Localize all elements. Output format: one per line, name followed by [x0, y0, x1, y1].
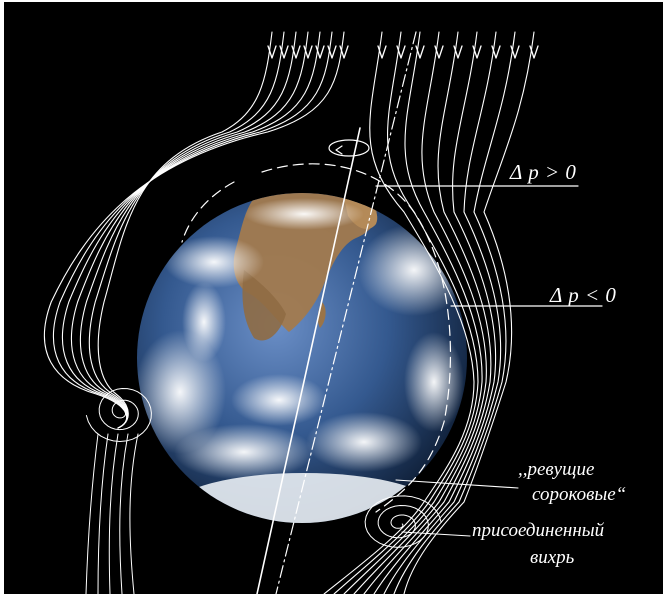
leader-attached-vortex	[401, 531, 471, 537]
arrow-down-icon	[303, 45, 313, 59]
attached-vortex	[364, 495, 442, 548]
attached-vortex-label-line2: вихрь	[530, 547, 575, 568]
streamline-left	[43, 31, 345, 429]
arrow-down-icon	[267, 45, 277, 59]
wake-line-left	[129, 433, 139, 594]
arrow-down-icon	[453, 45, 463, 59]
streamline-right	[323, 31, 475, 594]
arrow-down-icon	[415, 45, 425, 59]
arrow-down-icon	[327, 45, 337, 59]
wake-line-left	[97, 433, 109, 594]
pressure-negative-label: Δ p < 0	[550, 283, 617, 307]
rotation-arrowhead-icon	[335, 145, 343, 155]
pressure-positive-label: Δ p > 0	[510, 160, 577, 184]
arrow-down-icon	[472, 45, 482, 59]
arrow-down-icon	[396, 45, 406, 59]
leader-roaring-forties	[395, 479, 519, 489]
arrow-down-icon	[377, 45, 387, 59]
roaring-forties-label-line2: сороковые“	[532, 484, 627, 505]
streamline-right	[373, 31, 497, 594]
rotation-arrow-icon	[328, 139, 370, 157]
streamline-left	[79, 31, 297, 429]
streamline-left	[88, 31, 285, 429]
streamline-right	[403, 31, 535, 594]
flow-overlay	[43, 31, 603, 594]
flow-axis-dashdot	[275, 31, 417, 594]
arrow-down-icon	[291, 45, 301, 59]
streamline-right	[383, 31, 502, 594]
continent-africa-south	[242, 270, 286, 341]
streamline-right	[353, 31, 487, 594]
wake-line-left	[108, 433, 119, 594]
boundary-layer-dashed	[261, 163, 452, 513]
streamline-right	[393, 31, 516, 594]
streamline-left	[70, 31, 309, 429]
streamline-left	[52, 31, 333, 429]
streamline-left	[61, 31, 321, 429]
streamline-left	[97, 31, 273, 429]
arrow-down-icon	[529, 45, 539, 59]
arrow-down-icon	[491, 45, 501, 59]
attached-vortex-label-line1: присоединенный	[472, 520, 605, 541]
streamline-right	[333, 31, 479, 594]
boundary-layer-dashed	[181, 181, 235, 243]
streamline-right	[363, 31, 492, 594]
arrow-down-icon	[434, 45, 444, 59]
arrow-down-icon	[339, 45, 349, 59]
rotation-axis	[256, 127, 361, 594]
airflow-around-earth-diagram	[43, 31, 603, 594]
diagram-panel: Δ p > 0 Δ p < 0 ,,ревущие сороковые“ при…	[4, 2, 663, 594]
arrow-down-icon	[315, 45, 325, 59]
arrow-down-icon	[279, 45, 289, 59]
roaring-forties-label-line1: ,,ревущие	[518, 459, 595, 480]
left-vortex	[85, 388, 152, 442]
arrow-down-icon	[510, 45, 520, 59]
wake-line-left	[85, 433, 99, 594]
wake-line-left	[119, 433, 129, 594]
